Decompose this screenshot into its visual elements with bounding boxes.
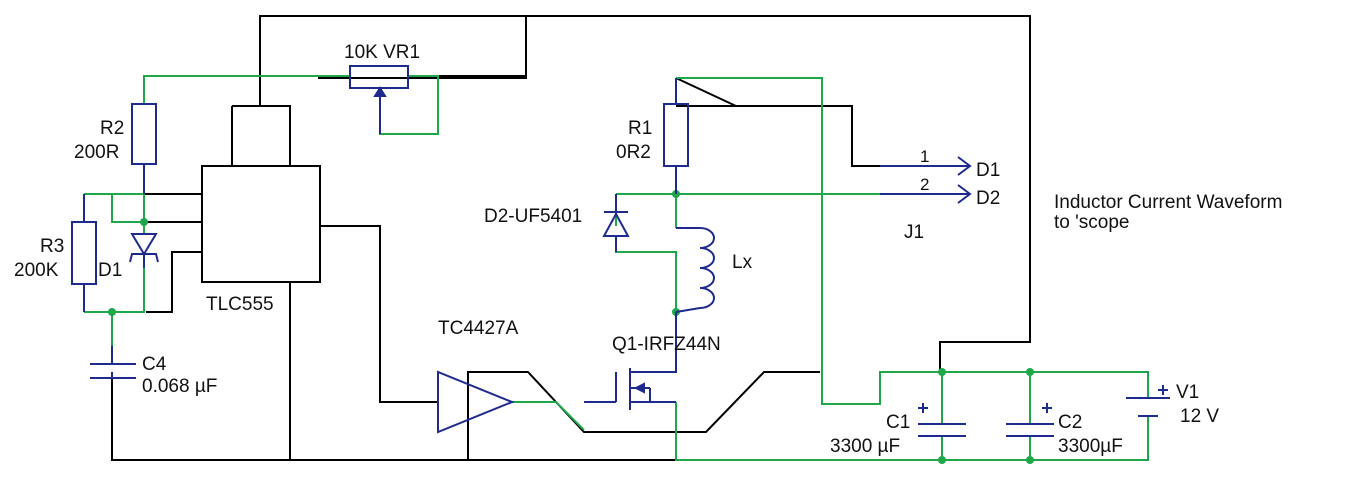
- c1-name-label: C1: [886, 412, 910, 433]
- timer-ic: [201, 165, 321, 283]
- v1-value-label: 12 V: [1180, 406, 1219, 427]
- v1-name-label: V1: [1176, 382, 1199, 403]
- diode-d1: [129, 233, 159, 268]
- c2-name-label: C2: [1058, 412, 1082, 433]
- d2-label: D2-UF5401: [484, 206, 582, 227]
- inductor-lx: [675, 227, 715, 313]
- driver-label: TC4427A: [438, 318, 519, 339]
- diode-d2: [602, 194, 630, 252]
- d1-label: D1: [98, 260, 122, 281]
- r2-value-label: 200R: [74, 142, 119, 163]
- j1-d2-label: D2: [976, 188, 1000, 209]
- r2-name-label: R2: [100, 118, 124, 139]
- inductor-label: Lx: [732, 252, 753, 273]
- j1-pin2-number: 2: [920, 175, 929, 194]
- resistor-r2: [131, 103, 157, 194]
- connector-label: J1: [904, 222, 924, 243]
- c1-value-label: 3300 µF: [830, 436, 900, 457]
- capacitor-c1: [918, 403, 966, 437]
- mosfet-label: Q1-IRFZ44N: [612, 334, 721, 355]
- battery-v1: [1126, 385, 1170, 417]
- resistor-r3: [71, 194, 97, 312]
- timer-label: TLC555: [206, 294, 274, 315]
- c4-name-label: C4: [142, 354, 167, 375]
- j1-pin1-number: 1: [920, 147, 929, 166]
- note-line1: Inductor Current Waveform: [1054, 192, 1282, 213]
- resistor-r1: [663, 78, 689, 194]
- note-line2: to 'scope: [1054, 212, 1129, 233]
- connector-j1: [880, 156, 972, 204]
- r3-value-label: 200K: [14, 260, 59, 281]
- capacitor-c2: [1006, 403, 1054, 437]
- j1-d1-label: D1: [976, 160, 1000, 181]
- c4-value-label: 0.068 µF: [142, 376, 217, 397]
- black-wires: [111, 15, 1031, 461]
- potentiometer-vr1: [349, 65, 409, 134]
- gate-driver: [437, 370, 515, 434]
- capacitor-c4: [90, 346, 136, 379]
- c2-value-label: 3300µF: [1058, 436, 1123, 457]
- vr1-label: 10K VR1: [344, 42, 420, 63]
- mosfet-q1: [584, 312, 677, 410]
- r1-name-label: R1: [628, 118, 652, 139]
- r3-name-label: R3: [40, 236, 64, 257]
- r1-value-label: 0R2: [616, 142, 651, 163]
